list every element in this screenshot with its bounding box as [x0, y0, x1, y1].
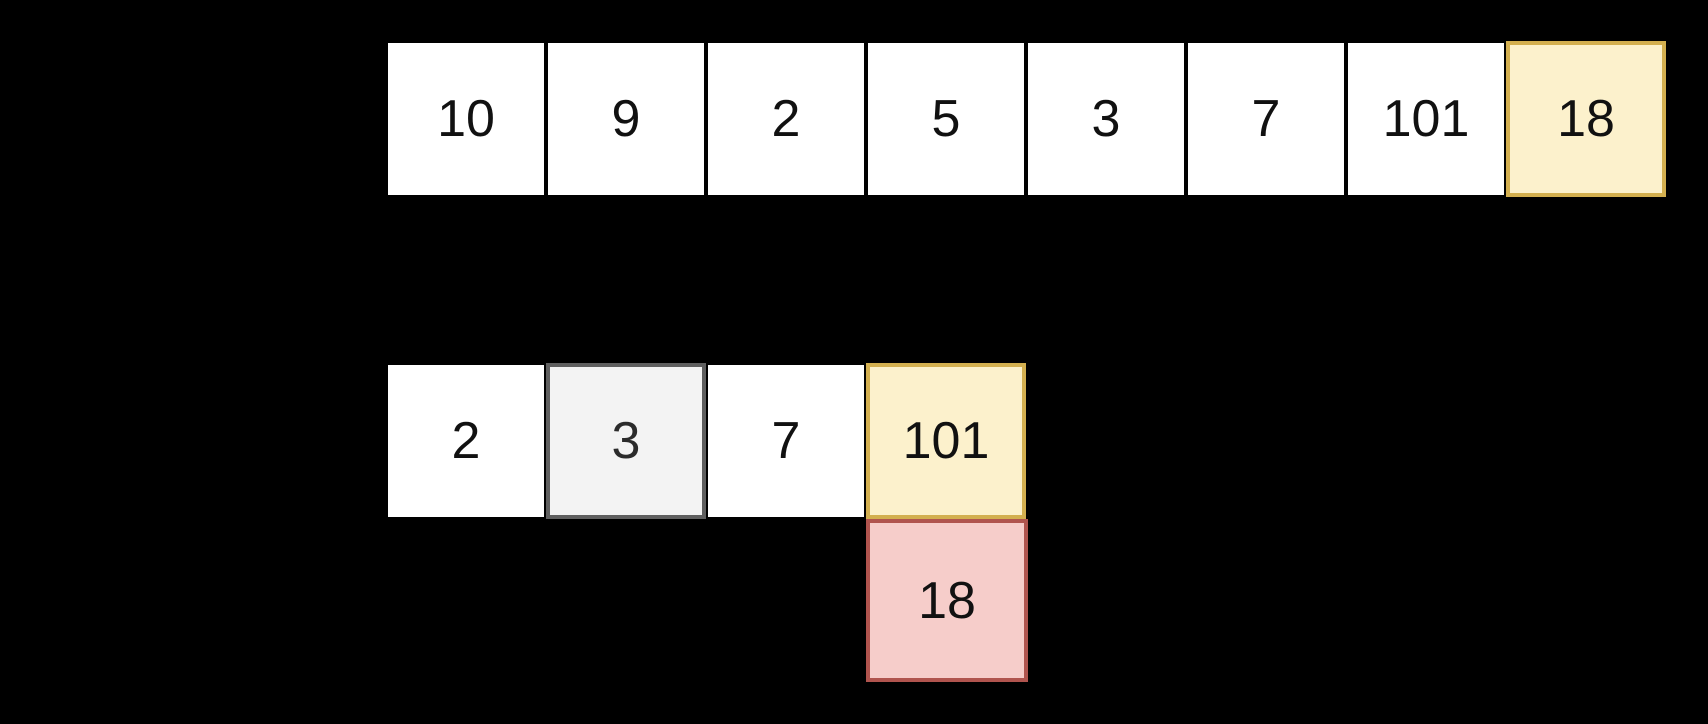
array-cell-pending: 18	[866, 519, 1028, 682]
bottom-array-row: 2 3 7 101	[386, 363, 1026, 519]
array-cell: 101	[1346, 41, 1506, 197]
array-cell-highlighted: 18	[1506, 41, 1666, 197]
array-cell: 7	[706, 363, 866, 519]
array-cell: 3	[1026, 41, 1186, 197]
array-cell: 10	[386, 41, 546, 197]
array-cell-selected: 3	[546, 363, 706, 519]
top-array-row: 10 9 2 5 3 7 101 18	[386, 41, 1666, 197]
array-cell: 5	[866, 41, 1026, 197]
array-cell-highlighted: 101	[866, 363, 1026, 519]
array-cell: 2	[706, 41, 866, 197]
array-cell: 7	[1186, 41, 1346, 197]
array-cell: 2	[386, 363, 546, 519]
array-cell: 9	[546, 41, 706, 197]
